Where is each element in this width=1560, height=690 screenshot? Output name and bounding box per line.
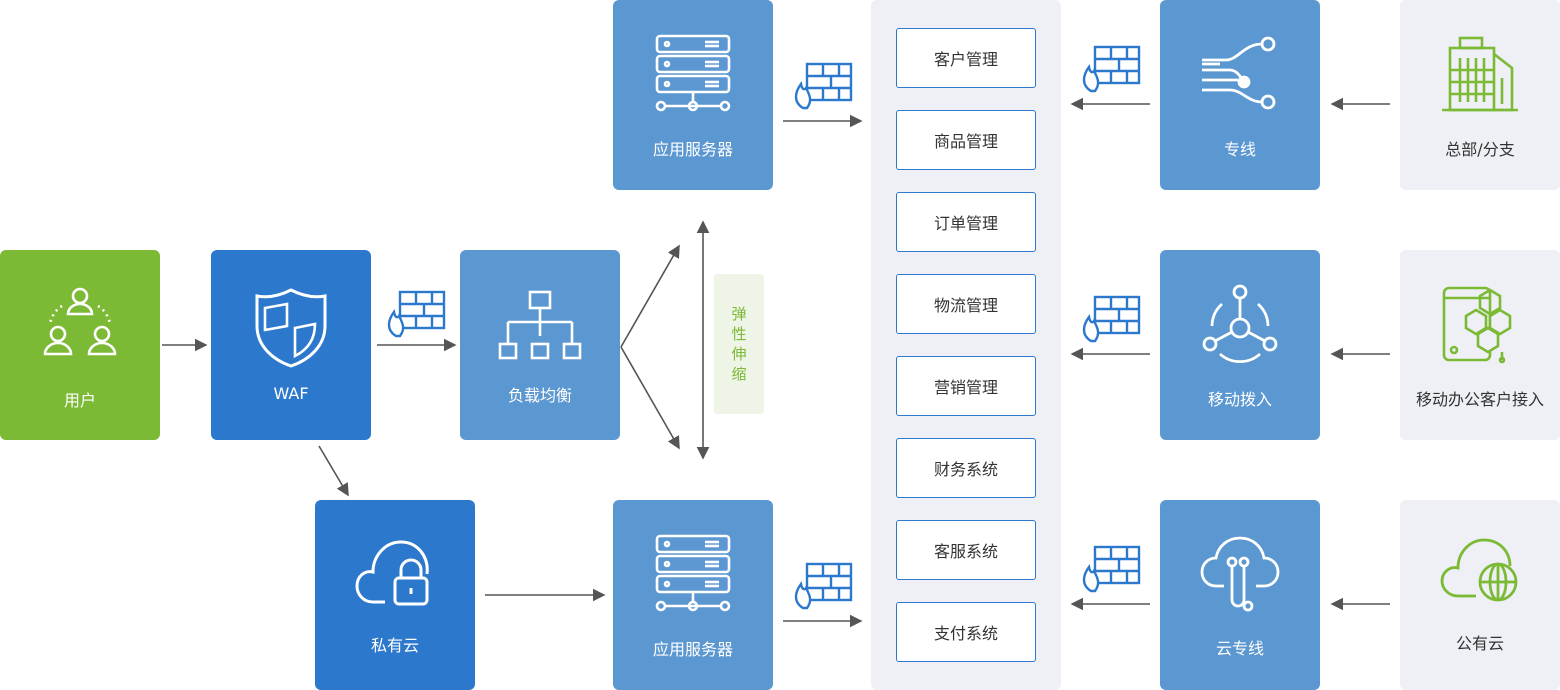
network-lines-icon (1202, 36, 1276, 110)
hq-branch-node: 总部/分支 (1400, 0, 1560, 190)
shield-icon (255, 288, 327, 368)
user-label: 用户 (63, 391, 96, 410)
elastic-char: 弹 (731, 305, 747, 323)
module-item: 客户管理 (896, 28, 1036, 88)
dedicated-line-label: 专线 (1223, 140, 1256, 159)
module-item: 物流管理 (896, 274, 1036, 334)
arrow-lb-down (620, 346, 680, 450)
cloud-line-node: 云专线 (1160, 500, 1320, 690)
mobile-office-node: 移动办公客户接入 (1400, 250, 1560, 440)
module-item: 营销管理 (896, 356, 1036, 416)
cloud-link-icon (1200, 536, 1280, 612)
private-cloud-label: 私有云 (370, 636, 419, 655)
private-cloud-node: 私有云 (315, 500, 475, 690)
module-item: 客服系统 (896, 520, 1036, 580)
cloud-globe-icon (1440, 538, 1518, 602)
waf-node: WAF (211, 250, 371, 440)
building-icon (1442, 36, 1518, 112)
mobile-access-label: 移动拨入 (1207, 390, 1272, 409)
load-balancer-label: 负载均衡 (507, 386, 572, 405)
app-server-top-label: 应用服务器 (652, 140, 733, 159)
module-item: 订单管理 (896, 192, 1036, 252)
elastic-scaling-tag: 弹 性 伸 缩 (714, 274, 764, 414)
users-icon (43, 287, 117, 356)
server-icon (655, 34, 731, 112)
elastic-char: 缩 (731, 365, 747, 383)
dedicated-line-node: 专线 (1160, 0, 1320, 190)
app-server-top-node: 应用服务器 (613, 0, 773, 190)
cloud-lock-icon (355, 540, 429, 606)
module-item: 商品管理 (896, 110, 1036, 170)
firewall-icon (794, 562, 853, 610)
app-server-bottom-node: 应用服务器 (613, 500, 773, 690)
hq-branch-label: 总部/分支 (1445, 140, 1515, 159)
mobile-cubes-icon (1442, 286, 1512, 364)
hub-icon (1202, 284, 1278, 364)
firewall-icon (1082, 45, 1141, 93)
module-item: 支付系统 (896, 602, 1036, 662)
module-item: 财务系统 (896, 438, 1036, 498)
firewall-icon (387, 290, 446, 338)
arrow-lb-up (620, 244, 680, 348)
firewall-icon (1082, 295, 1141, 343)
load-balancer-node: 负载均衡 (460, 250, 620, 440)
arrow-waf-private (318, 445, 349, 497)
public-cloud-node: 公有云 (1400, 500, 1560, 690)
business-modules-panel (871, 0, 1061, 690)
mobile-office-label: 移动办公客户接入 (1415, 390, 1544, 409)
app-server-bottom-label: 应用服务器 (652, 640, 733, 659)
elastic-char: 伸 (731, 345, 747, 363)
firewall-icon (1082, 545, 1141, 593)
firewall-icon (794, 62, 853, 110)
user-node: 用户 (0, 250, 160, 440)
mobile-access-node: 移动拨入 (1160, 250, 1320, 440)
waf-label: WAF (273, 384, 309, 403)
hierarchy-icon (498, 290, 582, 360)
elastic-char: 性 (731, 325, 747, 343)
server-icon (655, 534, 731, 612)
public-cloud-label: 公有云 (1455, 634, 1504, 653)
cloud-line-label: 云专线 (1215, 639, 1264, 658)
